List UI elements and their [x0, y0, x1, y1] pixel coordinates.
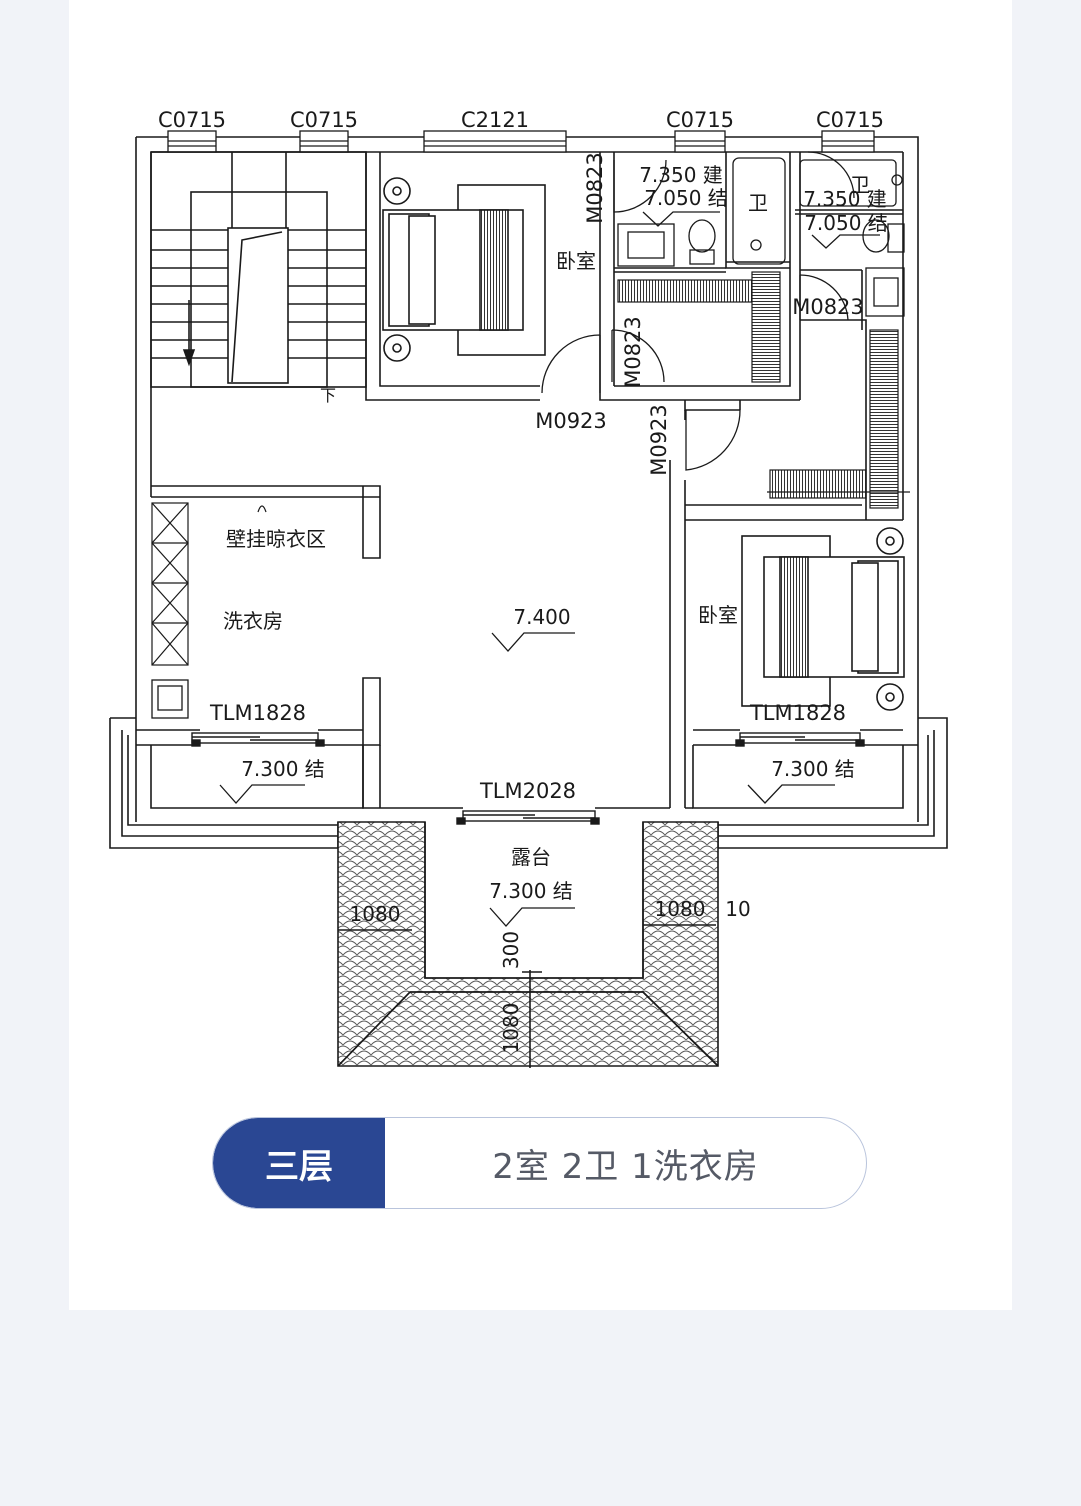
- room-bath-right: 卫: [850, 173, 870, 197]
- dim-1080-vertical: 1080: [499, 1003, 523, 1054]
- floor-summary: 2室 2卫 1洗衣房: [492, 1146, 759, 1187]
- window-code-1: C0715: [158, 108, 226, 132]
- stair-down-label: 下: [320, 386, 336, 405]
- door-code-tlm2028: TLM2028: [479, 779, 576, 803]
- room-bedroom-right: 卧室: [698, 603, 738, 627]
- window-code-5: C0715: [816, 108, 884, 132]
- doors: [541, 151, 855, 471]
- window-code-4: C0715: [666, 108, 734, 132]
- plan-labels: C0715 C0715 C2121 C0715 C0715 M0823 M082…: [158, 108, 888, 1053]
- room-terrace: 露台: [511, 845, 551, 869]
- window-code-3: C2121: [461, 108, 529, 132]
- dim-10-right: 10: [725, 897, 750, 921]
- interior-walls: [136, 152, 918, 809]
- windows-top: [167, 130, 875, 153]
- floor-info-pill: 三层 2室 2卫 1洗衣房: [212, 1117, 867, 1209]
- dim-1080-left: 1080: [350, 902, 401, 926]
- door-code-tlm1828-right: TLM1828: [749, 701, 846, 725]
- door-code-m0823-c: M0823: [792, 295, 864, 319]
- elev-bath1-struct: 7.050 结: [644, 186, 728, 210]
- door-code-m0923-a: M0923: [535, 409, 607, 433]
- room-bedroom-top: 卧室: [556, 249, 596, 273]
- bed-right: [741, 527, 905, 711]
- room-drying-area: 壁挂晾衣区: [226, 527, 326, 551]
- floor-badge: 三层: [213, 1118, 385, 1208]
- room-laundry: 洗衣房: [223, 609, 283, 633]
- door-code-m0823-a: M0823: [583, 152, 607, 224]
- door-code-m0923-b: M0923: [647, 404, 671, 476]
- dim-1080-right: 1080: [655, 897, 706, 921]
- window-code-2: C0715: [290, 108, 358, 132]
- elev-bath1-build: 7.350 建: [639, 163, 723, 187]
- elev-bath2-struct: 7.050 结: [804, 211, 888, 235]
- door-code-tlm1828-left: TLM1828: [209, 701, 306, 725]
- room-bath-left: 卫: [748, 191, 768, 215]
- third-floor-plan: C0715 C0715 C2121 C0715 C0715 M0823 M082…: [109, 108, 948, 1068]
- elev-balcony-left: 7.300 结: [241, 757, 325, 781]
- bed-top: [382, 177, 546, 362]
- staircase: [150, 151, 367, 388]
- elev-balcony-right: 7.300 结: [771, 757, 855, 781]
- elev-bath2-build: 7.350 建: [803, 187, 887, 211]
- terrace: [337, 821, 719, 1068]
- elevation-markers: [219, 211, 880, 927]
- dim-300: 300: [499, 931, 523, 969]
- sliding-doors: [191, 732, 865, 825]
- bath-fixtures: [151, 157, 905, 719]
- elev-hall: 7.400: [513, 605, 570, 629]
- laundry-cabinet: [151, 502, 267, 666]
- door-code-m0823-b: M0823: [621, 316, 645, 388]
- elev-terrace: 7.300 结: [489, 879, 573, 903]
- wardrobes: [617, 271, 910, 509]
